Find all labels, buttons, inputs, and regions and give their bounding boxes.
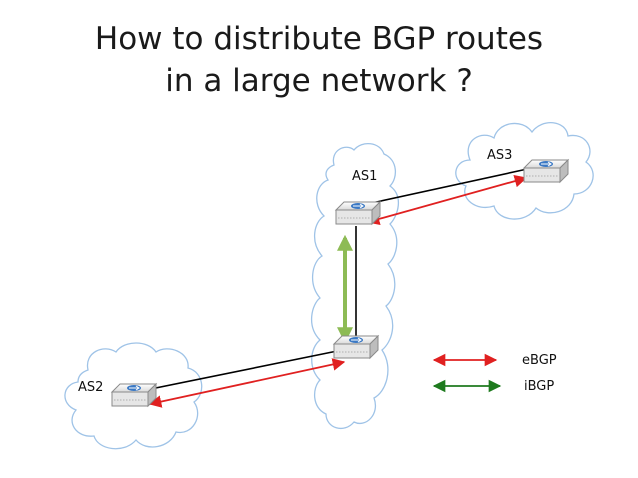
as3-label: AS3 [487,148,512,163]
router-as3 [523,159,569,183]
router-as1-top [335,201,381,225]
cloud-as1 [311,143,399,430]
router-as1-bottom [333,335,379,359]
slide-title: How to distribute BGP routes in a large … [0,18,638,102]
legend: eBGP iBGP [432,353,557,394]
ebgp-session-as1-as2 [148,358,346,408]
router-as2 [111,383,157,407]
legend-ibgp-label: iBGP [524,379,554,394]
title-line-2: in a large network ? [165,63,473,99]
ebgp-session-as1-as3 [366,174,528,226]
title-line-1: How to distribute BGP routes [94,21,544,57]
legend-ebgp-label: eBGP [522,353,557,368]
as2-label: AS2 [78,380,103,395]
as1-label: AS1 [352,169,377,184]
